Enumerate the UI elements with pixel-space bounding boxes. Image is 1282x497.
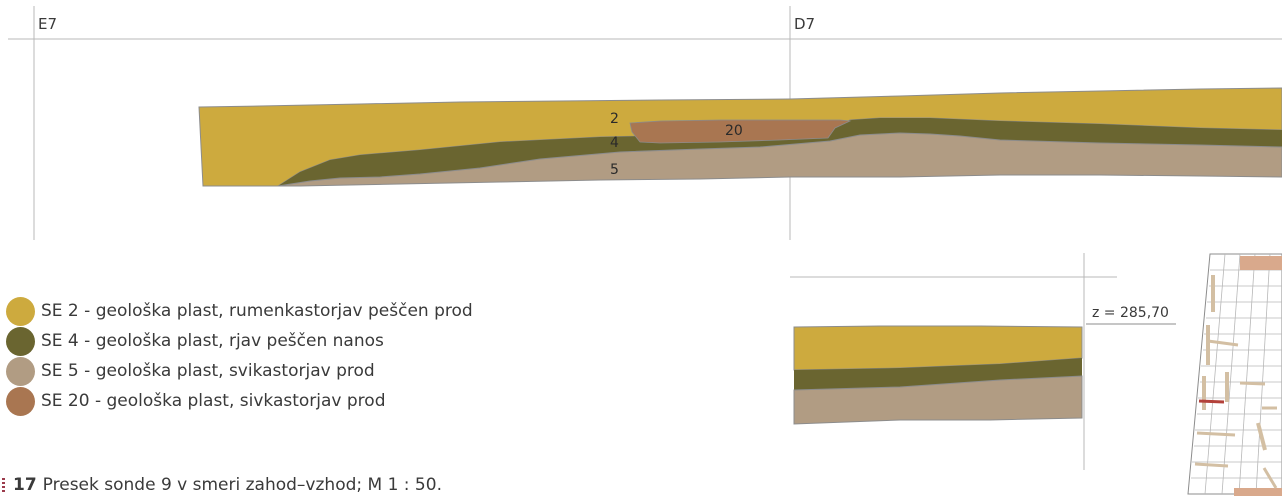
layer-se5 xyxy=(277,132,1282,187)
legend-item-se4: SE 4 - geološka plast, rjav peščen nanos xyxy=(6,326,473,356)
caption-number: 17 xyxy=(13,475,37,495)
layer-se20 xyxy=(629,119,852,144)
caption-marker-icon xyxy=(2,478,5,492)
z-elevation-label: z = 285,70 xyxy=(1092,305,1169,321)
grid-label-d7: D7 xyxy=(794,15,815,33)
site-plan-marker-bottom xyxy=(1234,488,1282,496)
main-section xyxy=(198,87,1282,187)
layer-label-5: 5 xyxy=(610,162,619,178)
caption-text: Presek sonde 9 v smeri zahod–vzhod; M 1 … xyxy=(42,475,442,495)
legend-label-se2: SE 2 - geološka plast, rumenkastorjav pe… xyxy=(41,301,473,321)
layer-label-2: 2 xyxy=(610,111,619,127)
detail-section xyxy=(793,325,1083,425)
legend-item-se2: SE 2 - geološka plast, rumenkastorjav pe… xyxy=(6,296,473,326)
grid-label-e7: E7 xyxy=(38,15,57,33)
legend-label-se20: SE 20 - geološka plast, sivkastorjav pro… xyxy=(41,391,386,411)
site-plan-inset xyxy=(1187,253,1282,496)
layer-label-4: 4 xyxy=(610,135,619,151)
legend-swatch-se20 xyxy=(6,386,35,416)
legend-swatch-se4 xyxy=(6,326,35,356)
site-plan-marker-top xyxy=(1240,256,1282,270)
layer-label-20: 20 xyxy=(725,123,743,139)
legend-swatch-se2 xyxy=(6,296,35,326)
legend-label-se4: SE 4 - geološka plast, rjav peščen nanos xyxy=(41,331,384,351)
layer-se4 xyxy=(278,118,1282,186)
detail-layer-se5 xyxy=(793,375,1083,425)
legend-item-se20: SE 20 - geološka plast, sivkastorjav pro… xyxy=(6,386,473,416)
legend-item-se5: SE 5 - geološka plast, svikastorjav prod xyxy=(6,356,473,386)
legend: SE 2 - geološka plast, rumenkastorjav pe… xyxy=(6,296,473,416)
site-plan-grid xyxy=(1191,253,1282,495)
legend-swatch-se5 xyxy=(6,356,35,386)
legend-label-se5: SE 5 - geološka plast, svikastorjav prod xyxy=(41,361,375,381)
detail-layer-se4 xyxy=(794,358,1082,390)
